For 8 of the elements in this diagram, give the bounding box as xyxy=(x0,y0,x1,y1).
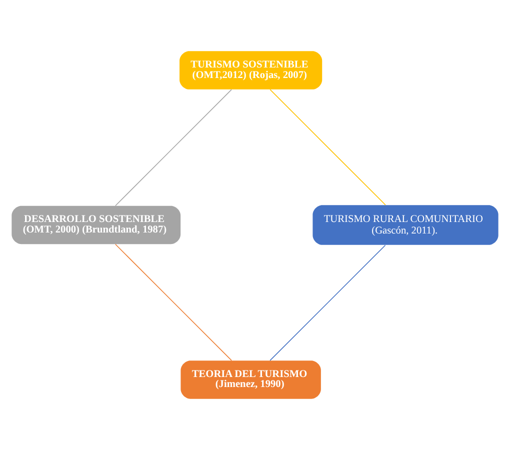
node-box: TEORIA DEL TURISMO (Jimenez, 1990) xyxy=(180,360,321,399)
connector xyxy=(115,89,232,206)
node-box: TURISMO RURAL COMUNITARIO (Gascón, 2011). xyxy=(312,205,498,245)
connector xyxy=(270,244,386,361)
connector xyxy=(270,89,386,206)
node-box: TURISMO SOSTENIBLE (OMT,2012) (Rojas, 2007) xyxy=(180,51,322,90)
connector xyxy=(115,244,232,361)
node-box: DESARROLLO SOSTENIBLE (OMT, 2000) (Brundtland, 1987) xyxy=(12,206,181,244)
